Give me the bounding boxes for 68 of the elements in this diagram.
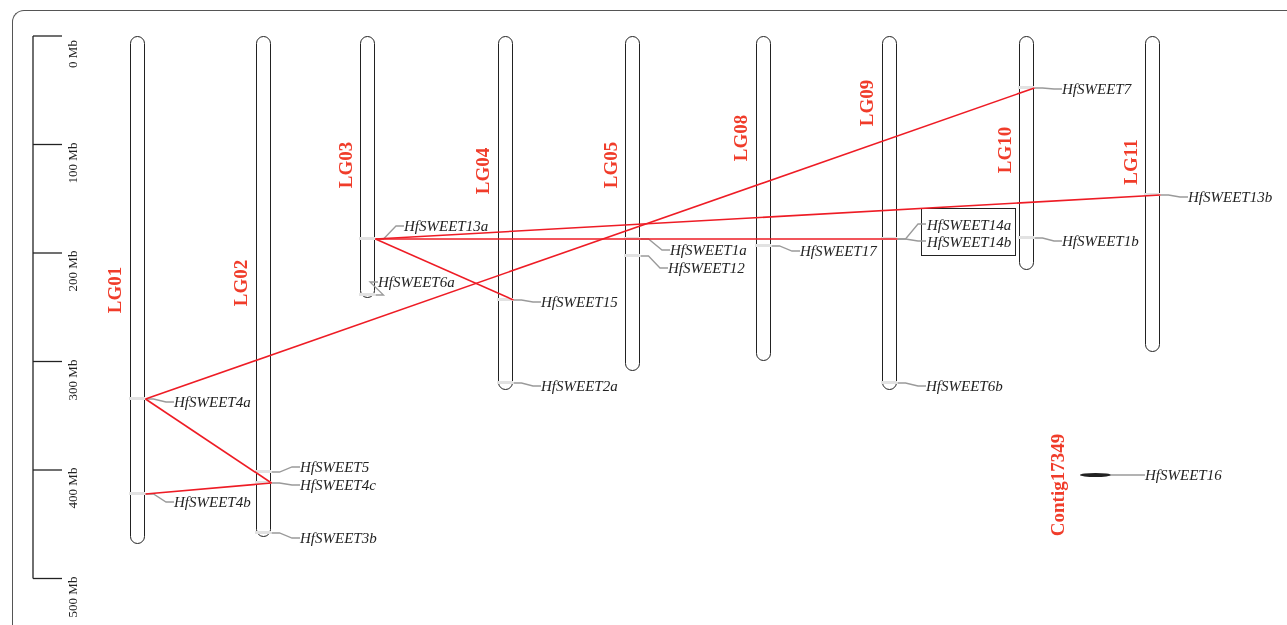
gene-label: HfSWEET17: [800, 242, 877, 260]
scale-label: 400 Mb: [66, 467, 80, 509]
chromosome-label: LG11: [1121, 139, 1141, 185]
scale-label: 500 Mb: [66, 576, 80, 617]
gene-label: HfSWEET3b: [300, 529, 377, 547]
locus-mark: [254, 530, 271, 534]
gene-label: HfSWEET4b: [174, 493, 251, 511]
duplication-link: [144, 87, 1036, 400]
leader-line: [1110, 474, 1146, 476]
gene-label: HfSWEET5: [300, 458, 370, 476]
leader-line: [1033, 87, 1063, 90]
scale-label: 200 Mb: [66, 250, 80, 292]
chromosome-label: LG10: [995, 126, 1015, 174]
leader-line: [1159, 194, 1189, 198]
chromosome-label: LG02: [231, 259, 251, 307]
locus-mark: [1143, 192, 1160, 196]
locus-mark: [623, 236, 640, 240]
chromosome-label: LG08: [731, 114, 751, 162]
gene-label: HfSWEET6b: [926, 377, 1003, 395]
leader-line: [512, 299, 542, 303]
gene-label: HfSWEET12: [668, 259, 745, 277]
leader-line: [270, 532, 301, 539]
leader-line: [512, 382, 542, 387]
leader-line: [896, 382, 927, 387]
locus-mark: [880, 236, 897, 240]
chromosome-label: LG04: [473, 147, 493, 195]
scale-label: 300 Mb: [66, 359, 80, 400]
leader-line: [270, 466, 301, 473]
locus-mark: [254, 480, 271, 484]
contig-label: Contig17349: [1048, 433, 1068, 537]
contig-bar: [1080, 473, 1111, 477]
gene-label: HfSWEET16: [1145, 466, 1222, 484]
leader-line: [1033, 237, 1063, 242]
gene-label: HfSWEET4a: [174, 393, 251, 411]
gene-label: HfSWEET6a: [378, 273, 455, 291]
gene-label: HfSWEET1a: [670, 241, 747, 259]
locus-mark: [496, 297, 513, 301]
gene-label: HfSWEET4c: [300, 476, 376, 494]
leader-line: [270, 482, 301, 486]
leader-line: [368, 281, 386, 296]
locus-mark: [880, 380, 897, 384]
duplication-link: [374, 194, 1162, 240]
gene-label: HfSWEET13b: [1188, 188, 1273, 206]
gene-label: HfSWEET15: [541, 293, 618, 311]
duplication-link: [144, 398, 273, 484]
locus-mark: [496, 380, 513, 384]
duplication-link: [374, 238, 515, 301]
duplication-link: [144, 482, 273, 495]
locus-mark: [254, 469, 271, 473]
gene-label: HfSWEET14a: [927, 216, 1012, 234]
chromosome-label: LG03: [336, 141, 356, 189]
gene-label: HfSWEET7: [1062, 80, 1132, 98]
gene-label: HfSWEET14b: [927, 233, 1012, 251]
gene-label: HfSWEET1b: [1062, 232, 1139, 250]
leader-line: [639, 255, 669, 269]
scale-label: 0 Mb: [66, 40, 80, 68]
leader-line: [770, 245, 801, 252]
leader-line: [896, 238, 927, 242]
scale-label: 100 Mb: [66, 142, 80, 183]
duplication-link: [374, 238, 899, 240]
gene-cluster-box: [921, 208, 1016, 256]
locus-mark: [1017, 85, 1034, 89]
chromosome-label: LG09: [857, 79, 877, 127]
gene-label: HfSWEET2a: [541, 377, 618, 395]
chromosome-label: LG01: [105, 266, 125, 314]
chromosome-label: LG05: [601, 141, 621, 189]
locus-mark: [358, 292, 375, 296]
gene-label: HfSWEET13a: [404, 217, 489, 235]
